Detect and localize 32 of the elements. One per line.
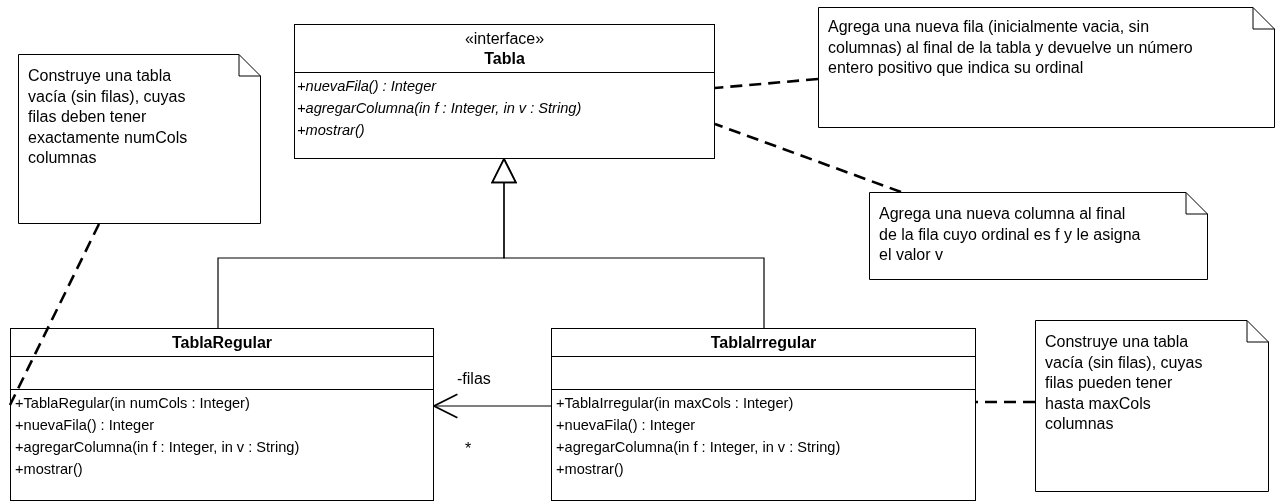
class-box: [551, 328, 976, 501]
note-box: [818, 7, 1275, 128]
operation-text: +agregarColumna(in f : Integer, in v : String): [15, 438, 301, 457]
class-name: TablaRegular: [170, 333, 274, 353]
operation-text: +agregarColumna(in f : Integer, in v : String): [297, 99, 583, 118]
operation-text: +nuevaFila() : Integer: [556, 416, 697, 435]
class-box: [10, 328, 434, 501]
note-box: [18, 54, 261, 224]
note-box: [869, 192, 1208, 280]
leader-line: [714, 77, 819, 90]
operation-text: +nuevaFila() : Integer: [297, 77, 438, 96]
stereotype-label: «interface»: [463, 29, 546, 49]
class-name: TablaIrregular: [709, 333, 818, 353]
operation-text: +agregarColumna(in f : Integer, in v : String): [556, 438, 842, 457]
operation-text: +TablaIrregular(in maxCols : Integer): [556, 394, 795, 413]
class-box: [294, 24, 715, 159]
operation-text: +mostrar(): [297, 121, 366, 140]
leader-line: [976, 400, 1035, 404]
leader-line: [8, 223, 101, 406]
note-text: Construye una tabla vacía (sin filas), cuyas filas pueden tener hasta maxCols columnas: [1045, 332, 1204, 434]
note-box: [1035, 320, 1269, 492]
note-text: Construye una tabla vacía (sin filas), cuyas filas deben tener exactamente numCols columnas: [28, 66, 189, 168]
association-arrow: [433, 393, 552, 419]
operation-text: +mostrar(): [15, 460, 84, 479]
class-name: Tabla: [483, 49, 526, 69]
note-text: Agrega una nueva columna al final de la fila cuyo ordinal es f y le asigna el valor v: [879, 204, 1142, 265]
operation-text: +mostrar(): [556, 460, 625, 479]
leader-line: [714, 122, 902, 194]
note-text: Agrega una nueva fila (inicialmente vacia, sin columnas) al final de la tabla y devuelve un número entero positivo que indica su ordinal: [828, 17, 1194, 78]
generalization-arrow: [491, 158, 765, 329]
operation-text: +nuevaFila() : Integer: [15, 416, 156, 435]
operation-text: +TablaRegular(in numCols : Integer): [15, 394, 251, 413]
